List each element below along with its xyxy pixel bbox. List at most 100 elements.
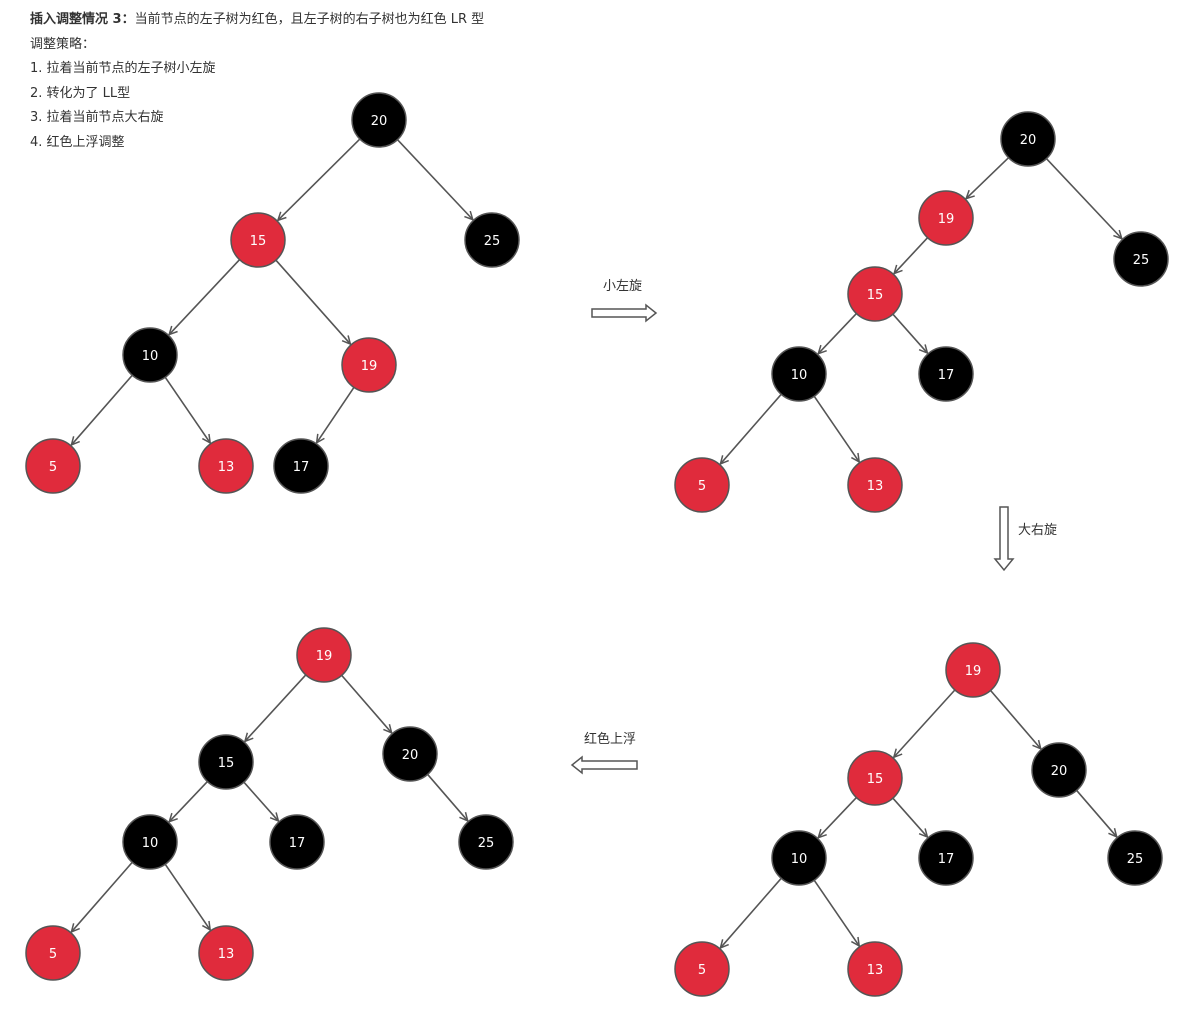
node-5: 5 [25, 925, 81, 981]
node-circle [351, 92, 407, 148]
node-19: 19 [296, 627, 352, 683]
node-20: 20 [382, 726, 438, 782]
node-circle [1113, 231, 1169, 287]
node-5: 5 [25, 438, 81, 494]
node-17: 17 [918, 346, 974, 402]
node-13: 13 [198, 438, 254, 494]
edge-20-25 [427, 773, 468, 820]
node-circle [674, 457, 730, 513]
node-20: 20 [351, 92, 407, 148]
edge-19-20 [341, 674, 392, 732]
node-circle [1000, 111, 1056, 167]
edge-15-10 [169, 259, 241, 335]
edge-15-17 [243, 781, 278, 821]
node-label: 15 [218, 756, 235, 771]
node-label: 25 [1127, 852, 1144, 867]
edge-15-10 [818, 313, 857, 354]
edge-19-17 [317, 386, 355, 442]
node-15: 15 [847, 266, 903, 322]
edge-20-19 [966, 157, 1010, 199]
strategy-step-2: 2. 转化为了 LL型 [30, 85, 131, 101]
node-19: 19 [341, 337, 397, 393]
node-label: 13 [218, 460, 235, 475]
edge-15-17 [892, 313, 927, 353]
edge-20-25 [1045, 158, 1122, 239]
edge-20-25 [1076, 789, 1117, 836]
node-circle [847, 750, 903, 806]
edge-10-5 [71, 374, 133, 445]
edge-10-13 [164, 863, 210, 930]
node-20: 20 [1031, 742, 1087, 798]
transition-left-rotation: 小左旋 [591, 279, 658, 323]
node-19: 19 [918, 190, 974, 246]
node-circle [847, 457, 903, 513]
edge-15-17 [892, 797, 927, 837]
edge-15-10 [818, 797, 857, 838]
node-10: 10 [771, 346, 827, 402]
node-label: 17 [938, 852, 955, 867]
node-25: 25 [464, 212, 520, 268]
node-label: 20 [1020, 133, 1037, 148]
node-label: 20 [402, 748, 419, 763]
node-circle [382, 726, 438, 782]
node-25: 25 [1107, 830, 1163, 886]
node-circle [273, 438, 329, 494]
heading-label: 插入调整情况 3： [30, 12, 135, 27]
heading: 插入调整情况 3：当前节点的左子树为红色，且左子树的右子树也为红色 LR 型 [30, 8, 590, 33]
node-13: 13 [847, 457, 903, 513]
node-label: 20 [1051, 764, 1068, 779]
node-17: 17 [918, 830, 974, 886]
node-label: 25 [484, 234, 501, 249]
edge-19-15 [894, 689, 956, 757]
edge-15-19 [275, 259, 350, 344]
transition-right-rotation: 大右旋 [993, 506, 1057, 572]
node-circle [230, 212, 286, 268]
node-circle [269, 814, 325, 870]
edge-10-5 [71, 861, 133, 932]
node-circle [674, 941, 730, 997]
node-label: 25 [478, 836, 495, 851]
node-label: 5 [49, 460, 57, 475]
node-circle [198, 734, 254, 790]
node-label: 19 [965, 664, 982, 679]
node-circle [458, 814, 514, 870]
node-label: 19 [938, 212, 955, 227]
node-label: 15 [867, 772, 884, 787]
left-arrow-icon [570, 755, 638, 775]
node-17: 17 [273, 438, 329, 494]
node-circle [771, 346, 827, 402]
node-25: 25 [458, 814, 514, 870]
transition-red-float-up: 红色上浮 [570, 731, 638, 775]
strategy-step-3: 3. 拉着当前节点大右旋 [30, 110, 164, 125]
node-label: 13 [867, 479, 884, 494]
node-label: 15 [867, 288, 884, 303]
node-circle [198, 438, 254, 494]
node-circle [25, 438, 81, 494]
node-label: 20 [371, 114, 388, 129]
node-circle [847, 941, 903, 997]
node-15: 15 [198, 734, 254, 790]
node-10: 10 [771, 830, 827, 886]
node-circle [296, 627, 352, 683]
node-circle [1107, 830, 1163, 886]
down-arrow-icon [993, 506, 1015, 572]
node-label: 25 [1133, 253, 1150, 268]
node-13: 13 [847, 941, 903, 997]
node-25: 25 [1113, 231, 1169, 287]
node-label: 5 [49, 947, 57, 962]
node-10: 10 [122, 814, 178, 870]
edge-20-25 [396, 139, 473, 220]
node-5: 5 [674, 457, 730, 513]
node-label: 19 [316, 649, 333, 664]
transition-label-left-rotation: 小左旋 [603, 279, 642, 294]
node-label: 10 [142, 836, 159, 851]
node-circle [918, 830, 974, 886]
node-circle [464, 212, 520, 268]
node-label: 17 [293, 460, 310, 475]
node-label: 13 [218, 947, 235, 962]
node-circle [25, 925, 81, 981]
